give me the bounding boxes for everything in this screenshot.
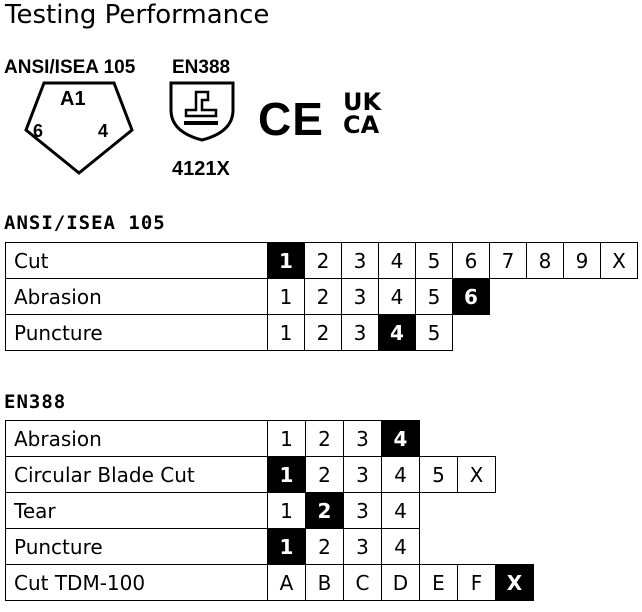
ansi-badge-label: ANSI/ISEA 105 [4, 57, 136, 78]
empty-cell [496, 529, 534, 565]
ukca-line-2: CA [343, 111, 380, 139]
rating-cell: 2 [305, 456, 344, 493]
rating-cell: 3 [343, 420, 382, 457]
en388-badge-label: EN388 [172, 57, 231, 78]
rating-cell: A [267, 564, 306, 601]
shield-glove-icon [169, 81, 235, 142]
rating-cell: 6 [452, 242, 490, 279]
en388-code: 4121X [172, 158, 230, 180]
rating-cell: 2 [304, 278, 342, 315]
empty-cell [527, 315, 564, 351]
empty-cell [458, 421, 496, 457]
rating-cell-selected: 2 [305, 492, 344, 529]
rating-cell: 3 [343, 528, 382, 565]
rating-row-label: Tear [5, 492, 268, 529]
rating-cell-selected: 6 [452, 278, 490, 315]
rating-cell: 2 [305, 528, 344, 565]
rating-row-label: Cut [5, 242, 268, 279]
empty-cell [458, 529, 496, 565]
rating-cell: 5 [415, 314, 453, 351]
empty-cell [601, 315, 638, 351]
rating-cell: 1 [267, 314, 305, 351]
rating-cell: 2 [304, 314, 342, 351]
rating-cell: 5 [415, 278, 453, 315]
ukca-line-1: UK [343, 88, 382, 116]
rating-cell: 2 [304, 242, 342, 279]
rating-cell: 5 [419, 456, 458, 493]
ansi-puncture-level: 4 [98, 121, 109, 141]
empty-cell [496, 421, 534, 457]
rating-cell: B [305, 564, 344, 601]
empty-cell [458, 493, 496, 529]
rating-cell: 1 [267, 492, 306, 529]
rating-row-label: Abrasion [5, 420, 268, 457]
rating-cell: 4 [381, 528, 420, 565]
rating-cell: 1 [267, 278, 305, 315]
rating-row-label: Abrasion [5, 278, 268, 315]
rating-cell: 3 [343, 456, 382, 493]
ce-mark-icon: CE [258, 93, 324, 145]
empty-cell [564, 315, 601, 351]
empty-cell [496, 457, 534, 493]
rating-cell-selected: 1 [267, 242, 305, 279]
rating-cell: 1 [267, 420, 306, 457]
empty-cell [490, 279, 527, 315]
rating-cell: 9 [563, 242, 601, 279]
rating-cell-selected: 1 [267, 528, 306, 565]
rating-cell: 3 [343, 492, 382, 529]
ansi-cut-level: A1 [60, 88, 86, 110]
rating-cell: 5 [415, 242, 453, 279]
rating-cell-selected: 1 [267, 456, 306, 493]
rating-cell: F [457, 564, 496, 601]
rating-row-label: Cut TDM-100 [5, 564, 268, 601]
empty-cell [527, 279, 564, 315]
empty-cell [453, 315, 490, 351]
rating-cell: 2 [305, 420, 344, 457]
rating-cell: D [381, 564, 420, 601]
empty-cell [420, 421, 458, 457]
ansi-section-title: ANSI/ISEA 105 [4, 212, 166, 234]
rating-cell: 3 [341, 242, 379, 279]
empty-cell [496, 493, 534, 529]
rating-cell: 4 [378, 242, 416, 279]
rating-cell: 3 [341, 278, 379, 315]
empty-cell [420, 529, 458, 565]
rating-cell-selected: 4 [381, 420, 420, 457]
rating-cell: 8 [526, 242, 564, 279]
rating-cell-selected: X [495, 564, 534, 601]
ukca-mark-icon: UK CA [343, 88, 382, 139]
empty-cell [490, 315, 527, 351]
empty-cell [564, 279, 601, 315]
rating-cell: 3 [341, 314, 379, 351]
rating-cell: C [343, 564, 382, 601]
ansi-pentagon-icon [24, 81, 134, 175]
rating-cell: 7 [489, 242, 527, 279]
rating-row-label: Puncture [5, 314, 268, 351]
rating-row-label: Puncture [5, 528, 268, 565]
rating-cell: 4 [381, 492, 420, 529]
rating-cell: 4 [378, 278, 416, 315]
ansi-abrasion-level: 6 [33, 121, 44, 141]
rating-row-label: Circular Blade Cut [5, 456, 268, 493]
rating-cell: E [419, 564, 458, 601]
rating-cell-selected: 4 [378, 314, 416, 351]
empty-cell [601, 279, 638, 315]
page-title: Testing Performance [5, 0, 270, 30]
rating-cell: 4 [381, 456, 420, 493]
empty-cell [420, 493, 458, 529]
rating-cell: X [600, 242, 638, 279]
rating-cell: X [457, 456, 496, 493]
en388-section-title: EN388 [4, 391, 67, 413]
